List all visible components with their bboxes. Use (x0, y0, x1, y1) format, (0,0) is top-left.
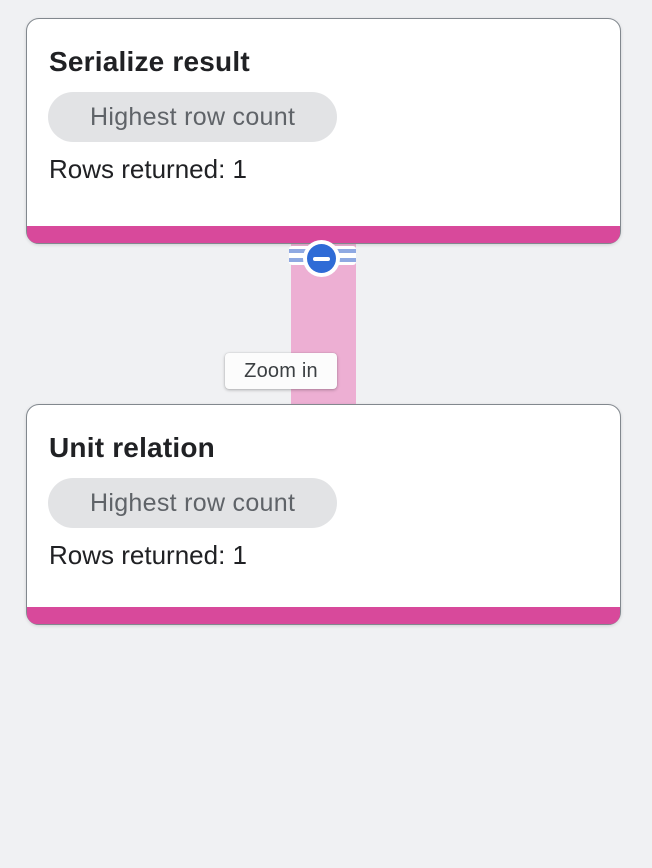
rows-returned-text: Rows returned: 1 (49, 154, 247, 184)
node-title: Unit relation (49, 432, 215, 463)
minus-circle-icon (307, 244, 336, 273)
node-title: Serialize result (49, 46, 250, 77)
node-accent-bar (27, 226, 620, 243)
highest-row-count-badge: Highest row count (48, 92, 338, 142)
rows-returned-text: Rows returned: 1 (49, 540, 247, 570)
plan-node-unit-relation[interactable]: Unit relation Highest row count Rows ret… (26, 404, 621, 625)
plan-node-serialize-result[interactable]: Serialize result Highest row count Rows … (26, 18, 621, 244)
zoom-in-tooltip: Zoom in (225, 353, 337, 389)
minus-icon (313, 256, 330, 261)
collapse-node-button[interactable] (303, 240, 340, 277)
highest-row-count-badge: Highest row count (48, 478, 338, 528)
node-accent-bar (27, 607, 620, 624)
